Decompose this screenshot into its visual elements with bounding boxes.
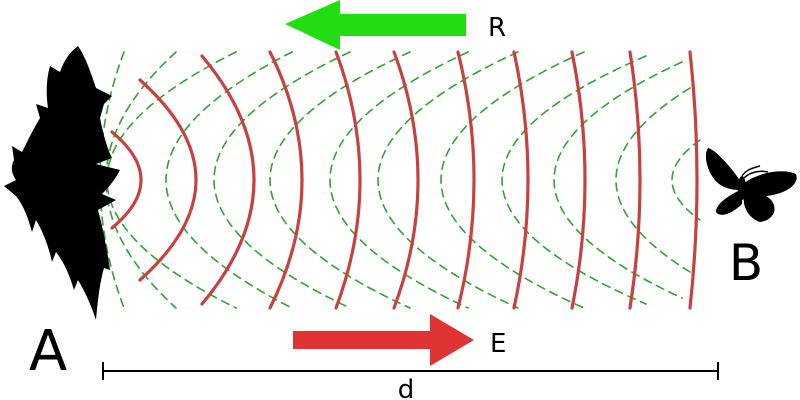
reflected-wavefront	[106, 51, 237, 309]
reflected-waves	[99, 51, 701, 309]
reflected-arrow-label: R	[488, 13, 506, 43]
emitted-waves	[110, 50, 699, 310]
emitted-wavefront	[200, 54, 256, 306]
emitted-wavefront	[688, 50, 699, 310]
bat-icon	[4, 46, 120, 320]
distance-label: d	[398, 375, 415, 400]
target-label: B	[729, 234, 763, 292]
emitted-wavefront	[392, 50, 420, 310]
emitted-wavefront	[334, 50, 362, 310]
reflected-wavefront	[671, 139, 701, 221]
reflected-wavefront	[377, 51, 519, 309]
reflected-wavefront	[165, 51, 293, 309]
distance-line	[102, 362, 719, 380]
reflected-wavefront	[553, 61, 683, 299]
moth-icon	[705, 148, 797, 222]
emitted-arrow-label: E	[490, 329, 506, 359]
reflected-wavefront	[615, 87, 691, 273]
reflected-arrow	[285, 0, 466, 50]
emitted-wavefront	[570, 50, 587, 310]
emitted-wavefront	[512, 50, 530, 310]
reflected-wavefront	[329, 51, 469, 309]
reflected-wavefront	[269, 51, 411, 309]
emitted-wavefront	[628, 50, 642, 310]
emitted-wavefront	[456, 50, 476, 310]
emitter-label: A	[29, 319, 67, 384]
emitted-wavefront	[268, 50, 304, 310]
reflected-wavefront	[440, 51, 585, 309]
emitted-wavefront	[110, 130, 143, 230]
emitted-wavefront	[138, 78, 198, 282]
emitted-arrow	[293, 314, 474, 366]
